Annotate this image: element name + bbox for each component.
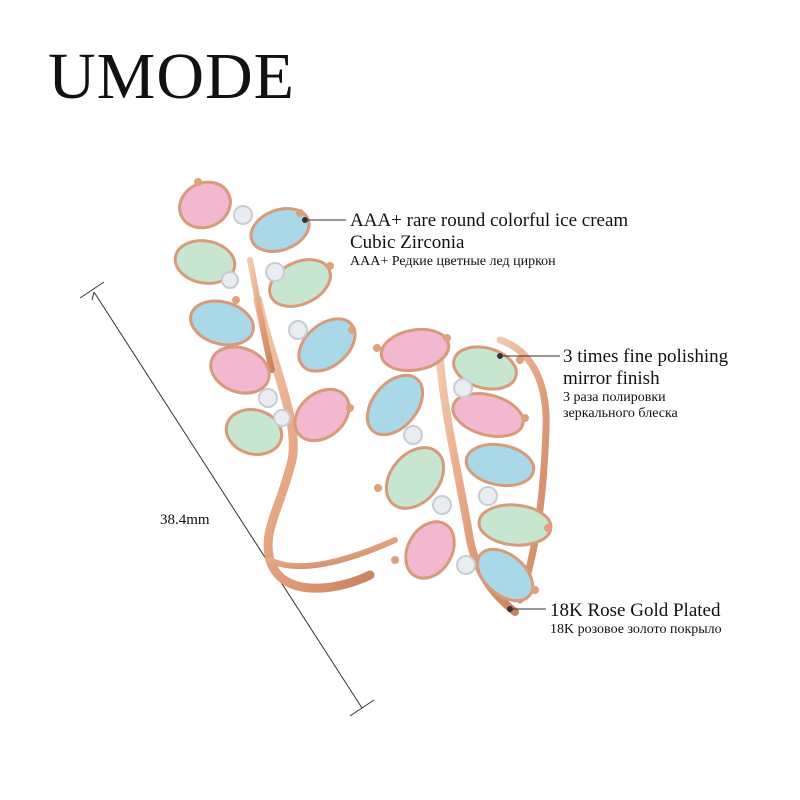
annotation-polish-ru1: 3 раза полировки	[563, 389, 666, 405]
annotation-plating: 18K Rose Gold Plated 18K розовое золото …	[550, 600, 722, 638]
annotation-polish-ru2: зеркального блеска	[563, 405, 678, 421]
dimension-label: 38.4mm	[160, 512, 210, 528]
annotation-plating-ru: 18K розовое золото покрыло	[550, 621, 722, 637]
measurement-line	[79, 281, 375, 717]
annotation-stones-line1: AAA+ rare round colorful ice cream	[350, 210, 629, 231]
stones-upper-branch	[173, 180, 357, 456]
annotation-plating-line1: 18K Rose Gold Plated	[550, 600, 721, 621]
prongs	[194, 178, 552, 594]
stones-lower-branch	[365, 327, 553, 603]
annotation-stones-line2: Cubic Zirconia	[350, 231, 465, 253]
annotation-polish-line2: mirror finish	[563, 367, 660, 389]
white-zircons	[221, 205, 498, 575]
brand-logo: UMODE	[48, 40, 295, 113]
annotation-polish: 3 times fine polishing mirror finish 3 р…	[563, 346, 728, 422]
annotation-stones-ru: AAA+ Редкие цветные лед циркон	[350, 253, 556, 269]
annotation-stones: AAA+ rare round colorful ice cream Cubic…	[350, 210, 628, 270]
callout-leaders	[302, 217, 560, 612]
annotation-polish-line1: 3 times fine polishing	[563, 346, 729, 367]
